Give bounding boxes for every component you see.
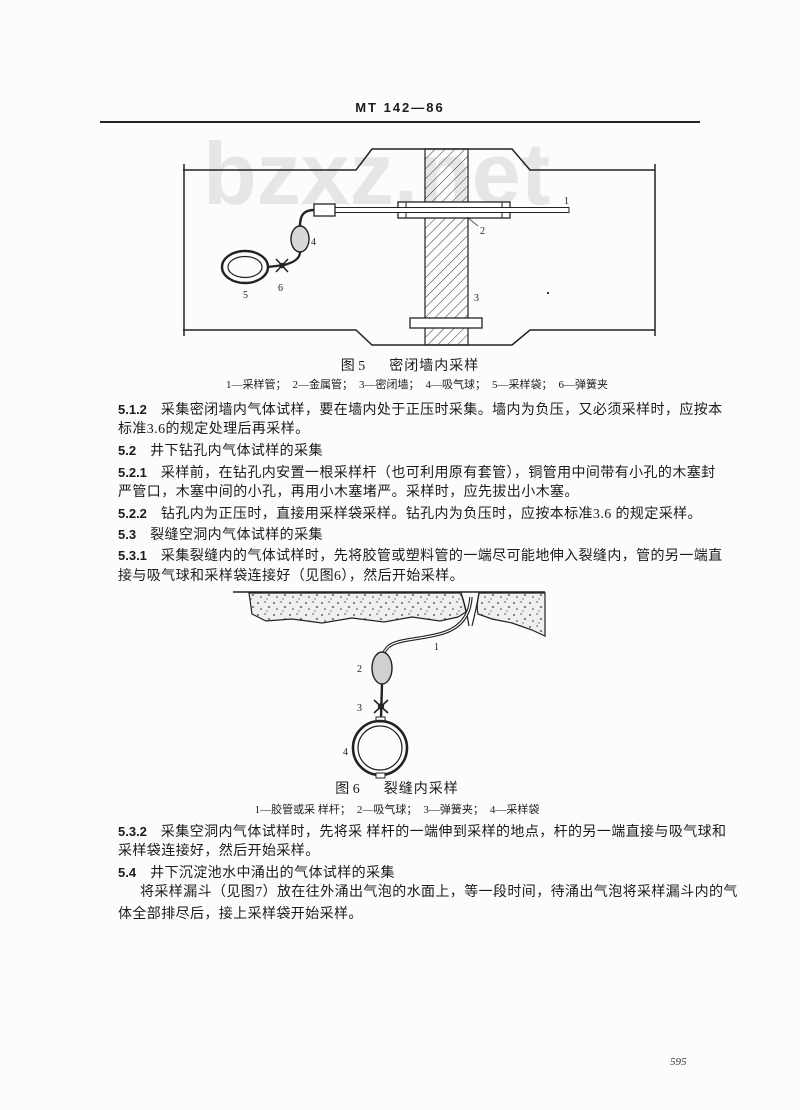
legend-item: 5—采样袋； — [492, 379, 553, 391]
figure-5-legend: 1—采样管； 2—金属管； 3—密闭墙； 4—吸气球； 5—采样袋； 6—弹簧夹 — [34, 378, 800, 392]
hose-to-bag — [379, 683, 384, 719]
tunnel-floor-outline — [183, 329, 655, 346]
paragraph-text: 体全部排尽后，接上采样袋开始采样。 — [118, 907, 363, 922]
suction-bulb — [371, 651, 393, 685]
clause-text: 钻孔内为正压时，直接用采样袋采样。钻孔内为负压时，应按本标准3.6 的规定采样。 — [160, 507, 702, 522]
figure-6-label-1: 1 — [434, 642, 439, 653]
section-title: 井下钻孔内气体试样的采集 — [150, 444, 323, 459]
sampling-bag-inner — [227, 255, 263, 279]
rock-stratum-left-texture — [249, 593, 466, 623]
figure-6-legend: 1—胶管或采 样杆； 2—吸气球； 3—弹簧夹； 4—采样袋 — [0, 803, 794, 817]
figure-6-number: 图 6 — [335, 782, 360, 797]
rock-stratum-right-texture — [477, 593, 545, 636]
clause-number: 5.3.2 — [118, 824, 147, 839]
clause-text: 严管口，木塞中间的小孔，再用小木塞堵严。采样时，应先拔出小木塞。 — [118, 485, 579, 500]
clause-5-2-1-line-2: 严管口，木塞中间的小孔，再用小木塞堵严。采样时，应先拔出小木塞。 — [118, 483, 579, 503]
clause-text: 采样前，在钻孔内安置一根采样杆（也可利用原有套管），铜管用中间带有小孔的木塞封 — [160, 466, 716, 481]
spring-clip — [275, 258, 289, 273]
clause-5-3-1-line-2: 接与吸气球和采样袋连接好（见图6），然后开始采样。 — [118, 567, 464, 587]
section-5-4-heading: 5.4 井下沉淀池水中涌出的气体试样的采集 — [118, 863, 395, 884]
clause-5-2-1-line-1: 5.2.1 采样前，在钻孔内安置一根采样杆（也可利用原有套管），铜管用中间带有小孔… — [118, 463, 716, 484]
figure-6-label-3: 3 — [357, 703, 362, 714]
tunnel-roof-outline — [183, 148, 655, 171]
section-5-3-heading: 5.3 裂缝空洞内气体试样的采集 — [118, 525, 323, 546]
bag-bottom-tab — [375, 772, 386, 779]
crack — [460, 592, 480, 627]
legend-item: 1—采样管； — [226, 379, 287, 391]
wall-base-plate — [409, 317, 483, 329]
sampling-tube — [334, 207, 570, 213]
clause-text: 采集裂缝内的气体试样时，先将胶管或塑料管的一端尽可能地伸入裂缝内，管的另一端直 — [160, 549, 723, 564]
clause-number: 5.2.1 — [118, 465, 147, 480]
sealed-wall — [424, 148, 469, 346]
section-title: 井下沉淀池水中涌出的气体试样的采集 — [150, 866, 395, 881]
section-5-4-paragraph-line-2: 体全部排尽后，接上采样袋开始采样。 — [118, 905, 363, 925]
figure-6-label-4: 4 — [343, 747, 348, 758]
sampling-bag-outer — [351, 719, 409, 777]
suction-bulb — [290, 225, 310, 253]
figure-6-caption: 图 6 裂缝内采样 — [0, 781, 794, 799]
legend-item: 4—采样袋 — [489, 804, 540, 816]
clause-text: 采样袋连接好，然后开始采样。 — [118, 844, 320, 859]
legend-item: 3—弹簧夹； — [423, 804, 484, 816]
sampling-bag-inner — [357, 725, 403, 771]
figure-5-label-6: 6 — [278, 283, 283, 294]
page-number: 595 — [670, 1056, 687, 1068]
clause-number: 5.2.2 — [118, 506, 147, 521]
figure-6-label-2: 2 — [357, 664, 362, 675]
section-number: 5.4 — [118, 865, 137, 880]
figure-5-label-5: 5 — [243, 290, 248, 301]
clause-5-1-2-line-2: 标准3.6的规定处理后再采样。 — [118, 420, 310, 440]
section-5-4-paragraph-line-1: 将采样漏斗（见图7）放在往外涌出气泡的水面上，等一段时间，待涌出气泡将采样漏斗内… — [140, 883, 738, 903]
spring-clip — [373, 699, 389, 714]
clause-number: 5.3.1 — [118, 548, 147, 563]
clause-5-2-2-line-1: 5.2.2 钻孔内为正压时，直接用采样袋采样。钻孔内为负压时，应按本标准3.6 的… — [118, 504, 702, 525]
clause-5-3-1-line-1: 5.3.1 采集裂缝内的气体试样时，先将胶管或塑料管的一端尽可能地伸入裂缝内，管的… — [118, 546, 723, 567]
legend-item: 2—金属管； — [292, 379, 354, 391]
legend-item: 4—吸气球； — [425, 379, 487, 391]
figure-5-label-3: 3 — [474, 293, 479, 304]
figure-6-diagram: 1 2 3 4 — [233, 591, 546, 779]
section-5-2-heading: 5.2 井下钻孔内气体试样的采集 — [118, 441, 323, 462]
hose-to-bulb — [298, 208, 315, 227]
figure-5-title: 密闭墙内采样 — [389, 359, 480, 374]
rubber-hose-inner — [383, 596, 472, 653]
document-code-header: MT 142—86 — [355, 100, 445, 115]
paragraph-text: 将采样漏斗（见图7）放在往外涌出气泡的水面上，等一段时间，待涌出气泡将采样漏斗内… — [140, 885, 738, 900]
figure-5-caption: 图 5 密闭墙内采样 — [20, 358, 800, 376]
section-number: 5.3 — [118, 527, 137, 542]
legend-item: 6—弹簧夹 — [558, 379, 609, 391]
sampling-bag-outer — [220, 249, 270, 285]
legend-item: 2—吸气球； — [356, 804, 418, 816]
clause-number: 5.1.2 — [118, 402, 147, 417]
speck-dot — [546, 291, 550, 295]
figure-6-title: 裂缝内采样 — [383, 782, 459, 797]
header-rule — [100, 121, 700, 123]
figure-5-diagram: 1 2 3 4 5 6 — [183, 148, 656, 346]
figure-5-label-2: 2 — [480, 226, 485, 237]
figure-5-label-4: 4 — [311, 237, 316, 248]
figure-5-label-1: 1 — [564, 196, 569, 207]
clause-5-3-2-line-1: 5.3.2 采集空洞内气体试样时，先将采 样杆的一端伸到采样的地点，杆的另一端直接… — [118, 822, 726, 843]
clause-text: 采集密闭墙内气体试样，要在墙内处于正压时采集。墙内为负压，又必须采样时，应按本 — [160, 403, 723, 418]
section-number: 5.2 — [118, 443, 137, 458]
clause-text: 采集空洞内气体试样时，先将采 样杆的一端伸到采样的地点，杆的另一端直接与吸气球和 — [160, 825, 727, 840]
clause-5-1-2-line-1: 5.1.2 采集密闭墙内气体试样，要在墙内处于正压时采集。墙内为负压，又必须采样时… — [118, 400, 723, 421]
clause-text: 接与吸气球和采样袋连接好（见图6），然后开始采样。 — [118, 569, 464, 584]
clause-5-3-2-line-2: 采样袋连接好，然后开始采样。 — [118, 842, 320, 862]
legend-item: 1—胶管或采 样杆； — [254, 804, 351, 816]
label-2-leader — [466, 216, 479, 227]
tube-connector — [313, 203, 336, 217]
legend-item: 3—密闭墙； — [359, 379, 420, 391]
section-title: 裂缝空洞内气体试样的采集 — [150, 528, 323, 543]
figure-5-number: 图 5 — [340, 359, 366, 374]
clause-text: 标准3.6的规定处理后再采样。 — [118, 422, 310, 437]
